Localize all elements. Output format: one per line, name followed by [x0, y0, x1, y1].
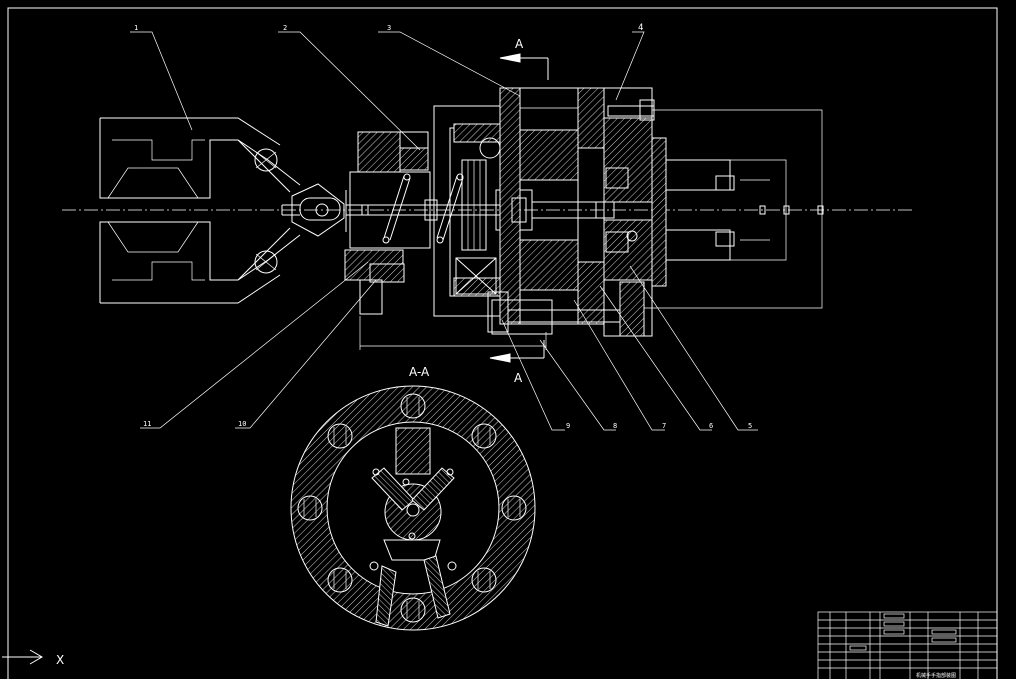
part-label-5: 5: [748, 422, 752, 430]
output-shaft: [644, 109, 824, 309]
part-label-1: 1: [134, 24, 138, 32]
part-label-9: 9: [566, 422, 570, 430]
gripper-fingers: [99, 117, 347, 304]
title-block-drawing-name: 机械手手指部装图: [916, 672, 956, 679]
part-label-2: 2: [283, 24, 287, 32]
section-view-title: A-A: [409, 365, 430, 379]
cylinder-body: [487, 87, 640, 335]
axis-label-x: X: [56, 653, 64, 667]
section-mark-bottom: A: [489, 340, 545, 385]
drawing-border: [7, 7, 998, 679]
part-label-7: 7: [662, 422, 666, 430]
dimension-lines: [359, 316, 547, 350]
section-mark-label-bottom: A: [514, 371, 523, 385]
axis-indicator: X: [2, 649, 64, 667]
part-label-11: 11: [143, 420, 151, 428]
section-mark-top: A: [499, 37, 549, 80]
section-view-aa: [290, 385, 536, 631]
bolt-holes: [297, 393, 527, 623]
part-label-3: 3: [387, 24, 391, 32]
part-label-8: 8: [613, 422, 617, 430]
leader-lines: [130, 31, 758, 431]
part-label-4: 4: [638, 23, 643, 33]
title-block: 机械手手指部装图: [817, 611, 998, 679]
part-label-10: 10: [238, 420, 246, 428]
part-labels: 1 2 3 4 5 6 7 8 9 10 11: [134, 23, 752, 430]
end-cap: [603, 87, 667, 337]
part-label-6: 6: [709, 422, 713, 430]
section-mark-label-top: A: [515, 37, 524, 51]
